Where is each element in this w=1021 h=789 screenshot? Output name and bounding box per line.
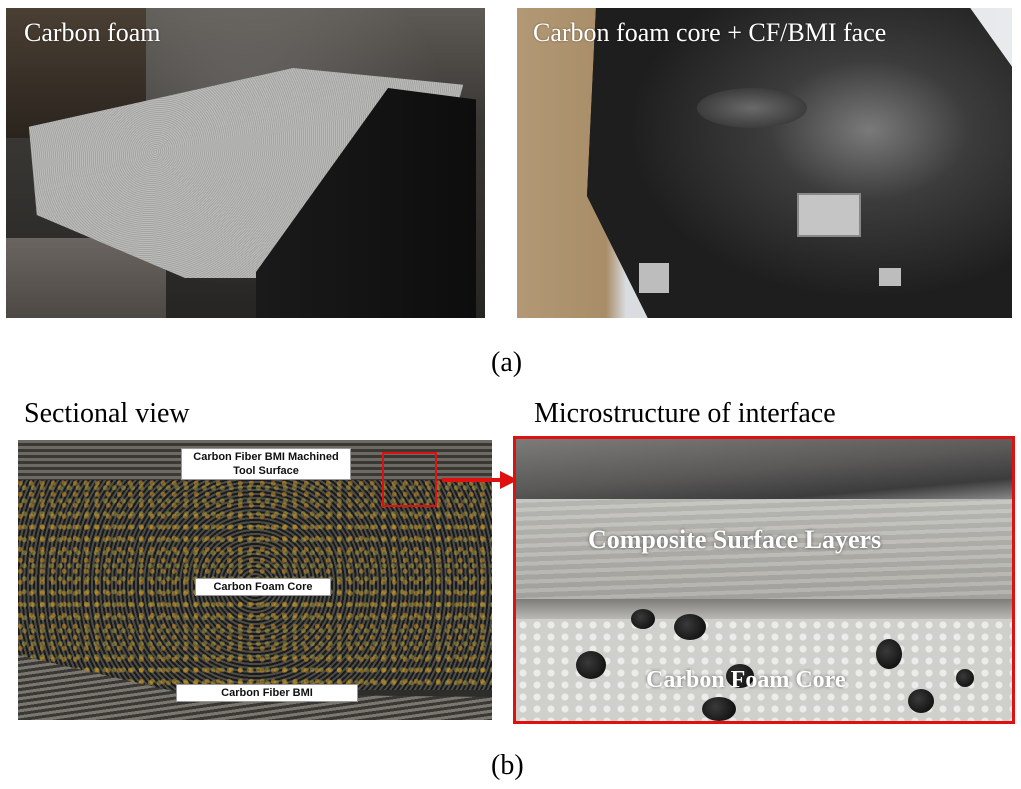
pore [631, 609, 655, 629]
zoom-arrow-icon [442, 471, 518, 489]
panel-pad [797, 193, 861, 237]
carbon-foam-photo: Carbon foam [6, 8, 485, 318]
panel-recess [697, 88, 807, 128]
sectional-view-image: Carbon Fiber BMI Machined Tool Surface C… [18, 440, 492, 720]
composite-layers-label: Composite Surface Layers [588, 525, 882, 554]
pore [908, 689, 934, 713]
carbon-foam-core-label: Carbon Foam Core [646, 667, 846, 693]
top-surface-label: Carbon Fiber BMI Machined Tool Surface [181, 448, 351, 480]
cf-bmi-face-photo: Carbon foam core + CF/BMI face [517, 8, 1012, 318]
pore [576, 651, 606, 679]
pore [956, 669, 974, 687]
top-surface-label-line2: Tool Surface [233, 465, 299, 477]
panel-tab-left [639, 263, 669, 293]
panel-tab-right [879, 268, 901, 286]
composite-layers-texture [516, 499, 1012, 609]
caption-b: (b) [491, 750, 524, 781]
microstructure-image: Composite Surface Layers Carbon Foam Cor… [513, 436, 1015, 724]
carbon-foam-label: Carbon foam [24, 18, 161, 47]
sectional-view-title: Sectional view [24, 398, 190, 429]
foam-core-label: Carbon Foam Core [195, 578, 331, 596]
pore [702, 697, 736, 721]
zoom-region-box [382, 452, 437, 507]
bottom-fiber-label: Carbon Fiber BMI [176, 684, 358, 702]
cf-bmi-face-label: Carbon foam core + CF/BMI face [533, 18, 887, 47]
pore [674, 614, 706, 640]
top-surface-label-line1: Carbon Fiber BMI Machined [193, 451, 339, 463]
top-dark-layer [516, 439, 1012, 499]
pore [726, 664, 754, 688]
microstructure-title: Microstructure of interface [534, 398, 836, 429]
pore [876, 639, 902, 669]
caption-a: (a) [491, 347, 523, 378]
